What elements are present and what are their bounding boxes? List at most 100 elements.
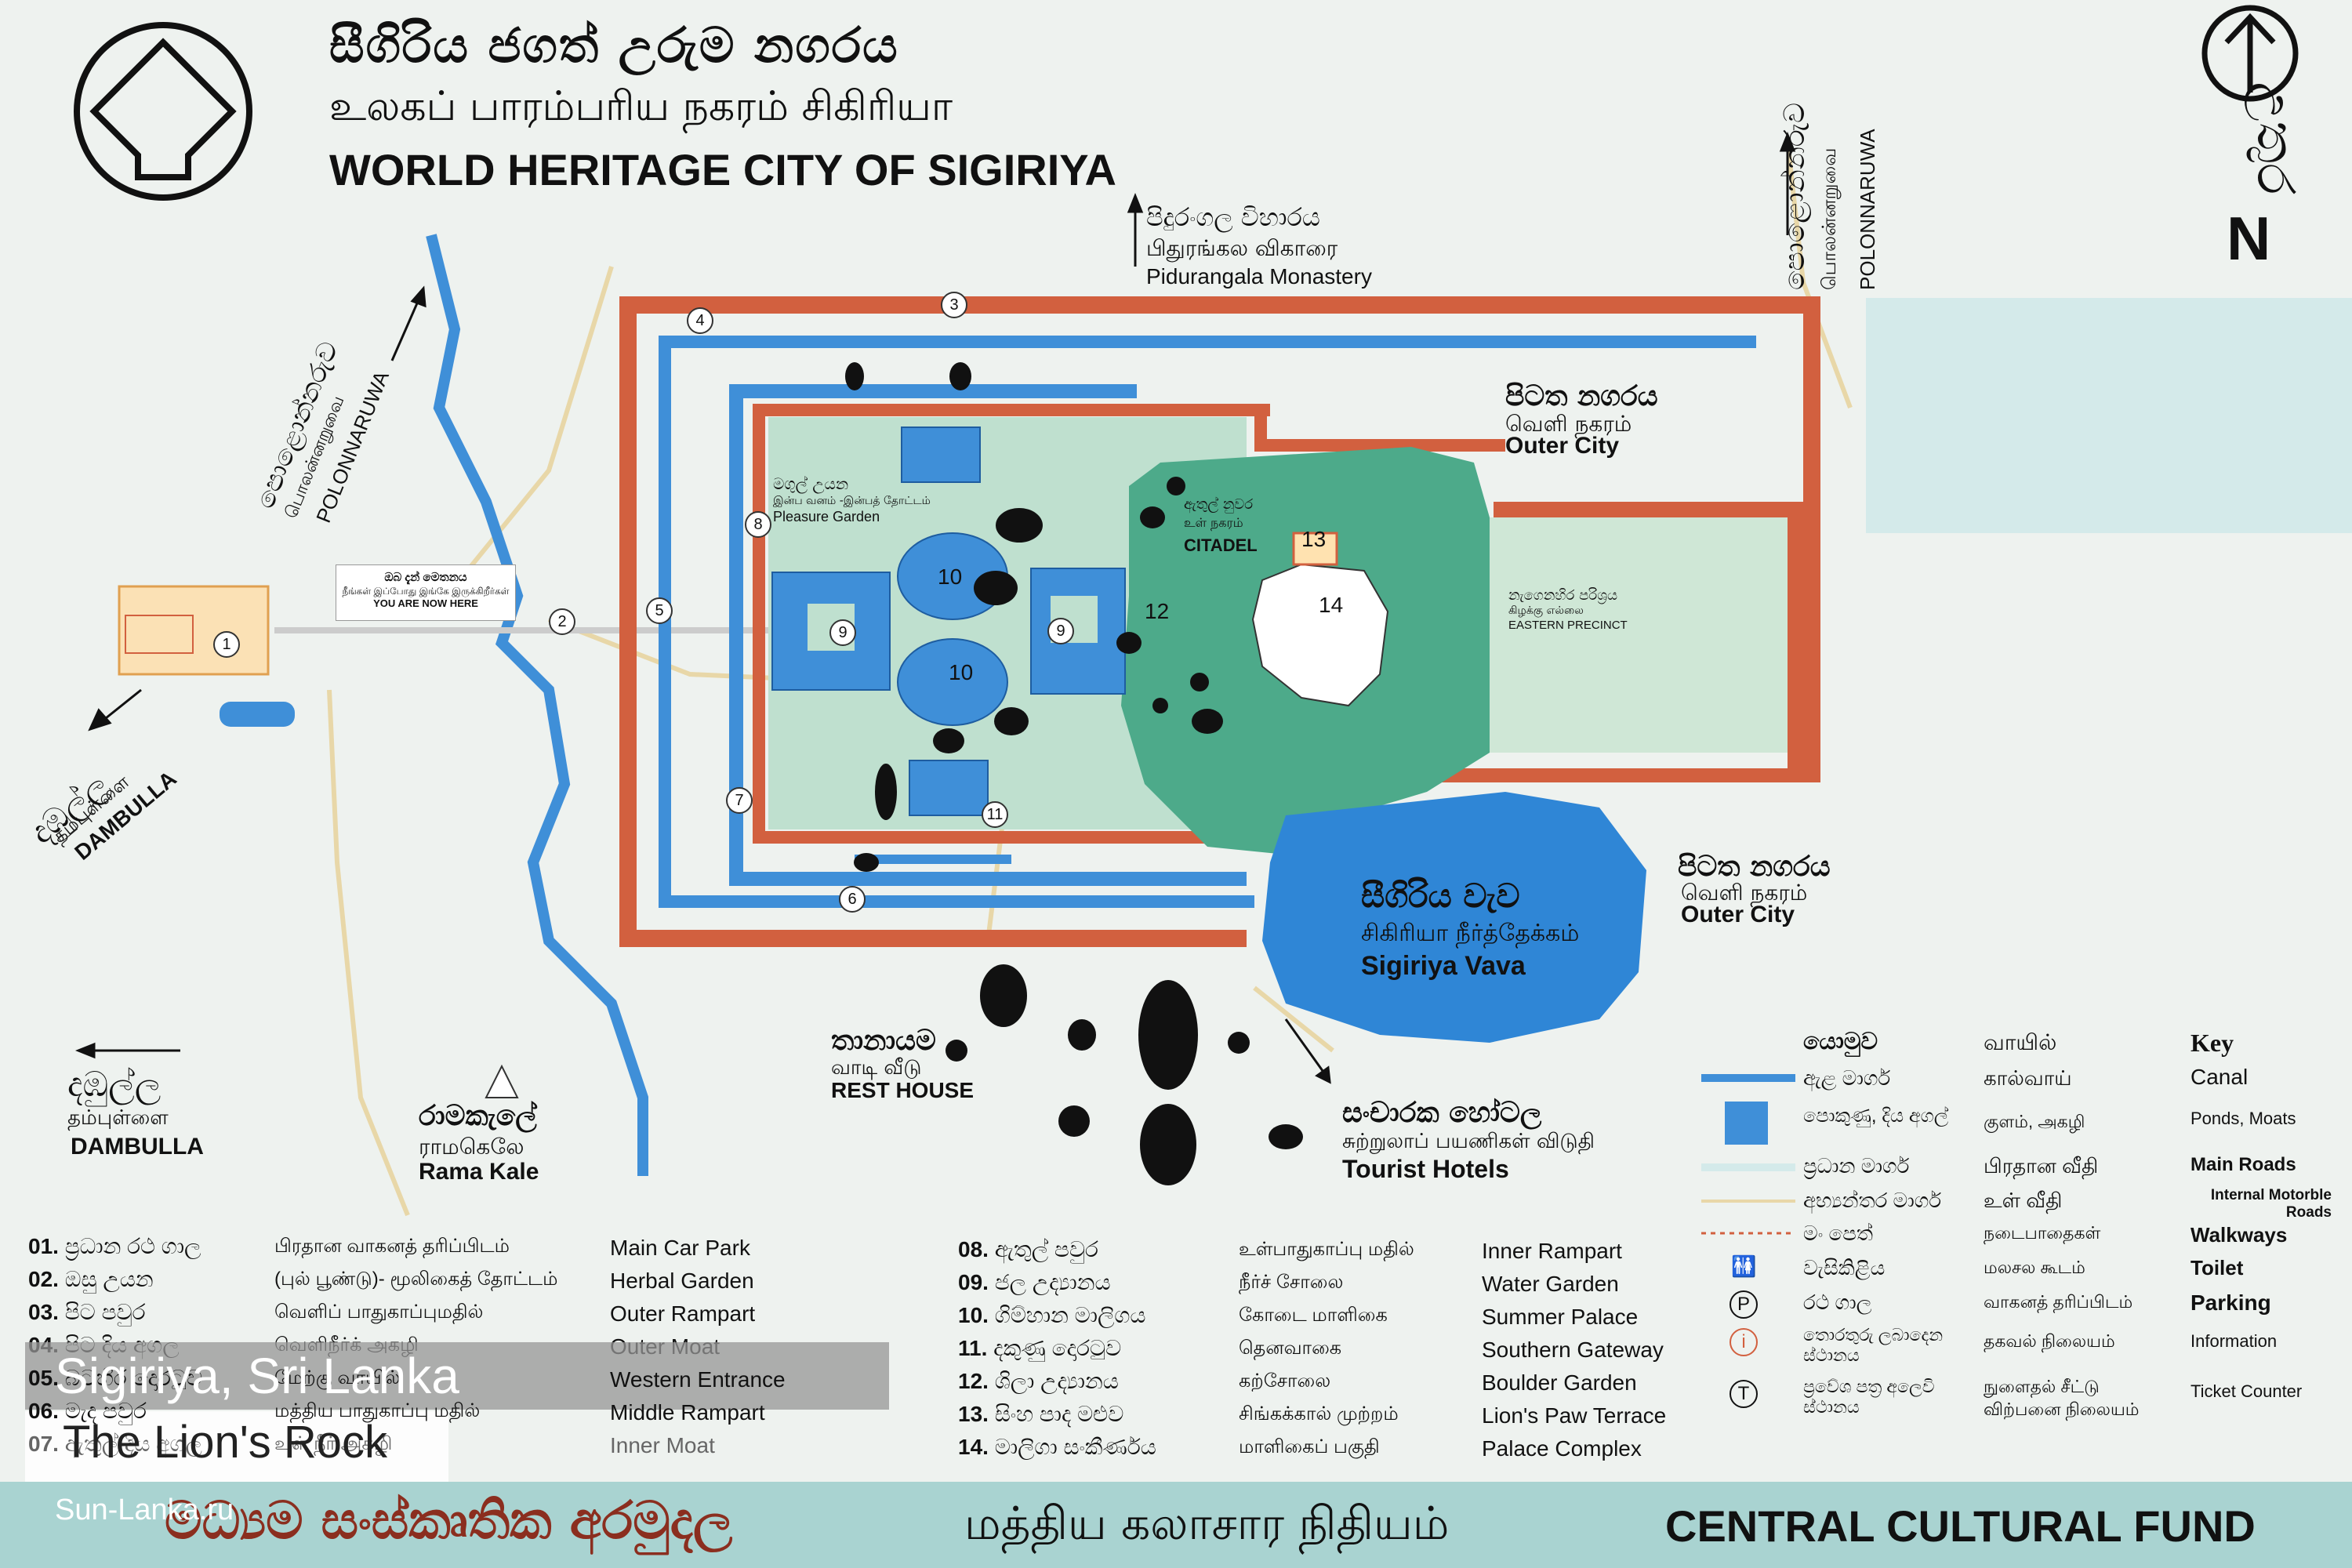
key-si: වැසිකිළිය — [1803, 1256, 1886, 1279]
legend-ta: கற்சோலை — [1239, 1370, 1331, 1392]
legend-si: දකුණු දොරටුව — [993, 1336, 1122, 1360]
key-ta: கால்வாய் — [1984, 1066, 2072, 1090]
legend-si: ශිලා උද්‍යානය — [994, 1369, 1119, 1393]
herbal-pond — [220, 702, 295, 727]
legend-si: සිංහ පාද මළුව — [994, 1402, 1124, 1426]
tourist-en: Tourist Hotels — [1342, 1155, 1509, 1183]
legend-number: 02. — [28, 1267, 59, 1291]
legend-ta: வெளிப் பாதுகாப்புமதில் — [274, 1301, 484, 1323]
outer-city-top-si: පිටත නගරය — [1505, 380, 1658, 412]
legend-en: Water Garden — [1482, 1272, 1619, 1296]
key-ta: மலசல கூடம் — [1984, 1258, 2085, 1277]
outer-city-bottom-ta: வெளி நகரம் — [1681, 880, 1808, 906]
legend-en: Inner Moat — [610, 1433, 715, 1457]
key-en: Ponds, Moats — [2190, 1109, 2296, 1128]
legend-en: Inner Rampart — [1482, 1239, 1622, 1263]
legend-number: 03. — [28, 1300, 59, 1324]
legend-ta: உள்பாதுகாப்பு மதில் — [1239, 1239, 1414, 1260]
you-are-here-sign: ඔබ දැන් මෙතනය நீங்கள் இப்போது இங்கே இருக… — [336, 564, 516, 621]
map-number: 2 — [549, 608, 575, 635]
map-number: 11 — [982, 801, 1008, 828]
key-mainroad-swatch — [1701, 1163, 1795, 1171]
key-en: Parking — [2190, 1290, 2271, 1315]
map-number: 6 — [839, 886, 866, 913]
ticket-icon: T — [1730, 1380, 1758, 1408]
eastern-si: නැගෙනහිර පරිශ්‍රය — [1508, 587, 1618, 604]
key-en: Canal — [2190, 1065, 2249, 1089]
key-ta: வாகனத் தரிப்பிடம் — [1984, 1292, 2133, 1312]
map-number: 9 — [829, 619, 856, 646]
palace-rock — [1251, 563, 1389, 707]
legend-ta: கோடை மாளிகை — [1239, 1305, 1388, 1326]
key-en: Ticket Counter — [2190, 1381, 2303, 1401]
legend-number: 06. — [28, 1399, 59, 1423]
legend-number: 09. — [958, 1270, 989, 1294]
you-here-si: ඔබ දැන් මෙතනය — [384, 571, 467, 584]
legend-si: මැද පවුර — [64, 1399, 147, 1423]
map-number: 12 — [1145, 599, 1170, 623]
boulders — [845, 362, 1303, 1185]
key-ta: உள் வீதி — [1984, 1189, 2063, 1212]
map-number: 5 — [646, 597, 673, 624]
title-sinhala: සීගිරිය ජගත් උරුම නගරය — [329, 16, 899, 74]
key-ta: தகவல் நிலையம் — [1984, 1331, 2115, 1351]
dambulla-bottom-ta: தம்புள்ளை — [67, 1106, 169, 1130]
key-en: Main Roads — [2190, 1154, 2296, 1175]
watermark-band — [25, 1342, 889, 1410]
legend-en: Boulder Garden — [1482, 1370, 1637, 1395]
key-si: තොරතුරු ලබාදෙන ස්ථානය — [1803, 1325, 1944, 1365]
water-garden — [771, 426, 1126, 816]
pidurangala-si: පිදුරංගල විහාරය — [1146, 202, 1320, 232]
legend-en: Palace Complex — [1482, 1436, 1642, 1461]
citadel-ta: உள் நகரம் — [1184, 515, 1243, 530]
legend-ta: மேற்கு வாயில் — [274, 1367, 401, 1388]
map-number: 10 — [938, 564, 963, 589]
watermark-site: Sun-Lanka.ru — [55, 1494, 234, 1526]
dambulla-bottom-en: DAMBULLA — [71, 1134, 204, 1160]
unesco-heritage-icon — [74, 22, 252, 201]
legend-number: 10. — [958, 1303, 989, 1327]
sigiriya-vava — [1262, 792, 1646, 1043]
parking-icon: P — [1730, 1290, 1758, 1319]
polonnaruwa-right-ta: பொலன்னறுவை — [1818, 147, 1840, 290]
north-sinhala: උතුර — [2245, 82, 2307, 195]
legend-number: 08. — [958, 1237, 989, 1261]
legend-ta: தெனவாகை — [1239, 1338, 1342, 1359]
legend-number: 12. — [958, 1369, 989, 1393]
legend-number: 01. — [28, 1234, 59, 1258]
middle-rampart — [729, 384, 1247, 886]
outer-city-top-ta: வெளி நகரம் — [1505, 411, 1632, 437]
citadel-si: ඇතුල් නුවර — [1184, 496, 1254, 513]
legend-si: ගිම්හාන මාලිගය — [994, 1303, 1146, 1327]
key-si: රථ ගාල — [1803, 1290, 1872, 1314]
stupa-icon — [485, 1064, 519, 1098]
map-number: 7 — [726, 787, 753, 814]
key-si: අභ්‍යන්තර මාර්ග — [1803, 1189, 1942, 1212]
legend-ta: பிரதான வாகனத் தரிப்பிடம் — [274, 1236, 510, 1257]
legend-en: Herbal Garden — [610, 1269, 754, 1293]
tourist-si: සංචාරක හෝටල — [1342, 1097, 1542, 1129]
polonnaruwa-right-si: පොළොන්නරුව — [1779, 102, 1811, 290]
legend-si: බටහිර දොරටුව — [64, 1366, 203, 1390]
footer-en: CENTRAL CULTURAL FUND — [1665, 1501, 2256, 1551]
legend-ta: மத்திய பாதுகாப்பு மதில் — [274, 1400, 481, 1421]
key-ta: நுளைதல் சீட்டு விற்பனை நிலையம் — [1984, 1377, 2140, 1419]
key-header-si: යොමුව — [1803, 1029, 1878, 1054]
north-letter: N — [2227, 204, 2271, 273]
watermark-subtitle: The Lion's Rock — [63, 1417, 388, 1468]
footer-band — [0, 1482, 2352, 1568]
key-si: ප්‍රවේශ පත්‍ර අලෙවි ස්ථානය — [1803, 1377, 1935, 1417]
legend-en: Main Car Park — [610, 1236, 750, 1260]
key-canal-swatch — [1701, 1074, 1795, 1082]
citadel-en: CITADEL — [1184, 535, 1258, 555]
canal — [426, 234, 648, 1176]
map-number: 1 — [213, 631, 240, 658]
outer-city-bottom-si: පිටත නගරය — [1678, 851, 1831, 883]
north-arrow-icon — [2201, 5, 2299, 102]
key-header-en: Key — [2190, 1029, 2234, 1057]
key-ta: பிரதான வீதி — [1984, 1154, 2099, 1178]
tourist-ta: சுற்றுலாப் பயணிகள் விடுதி — [1342, 1130, 1595, 1153]
legend-en: Western Entrance — [610, 1367, 786, 1392]
map-number: 10 — [949, 660, 974, 684]
